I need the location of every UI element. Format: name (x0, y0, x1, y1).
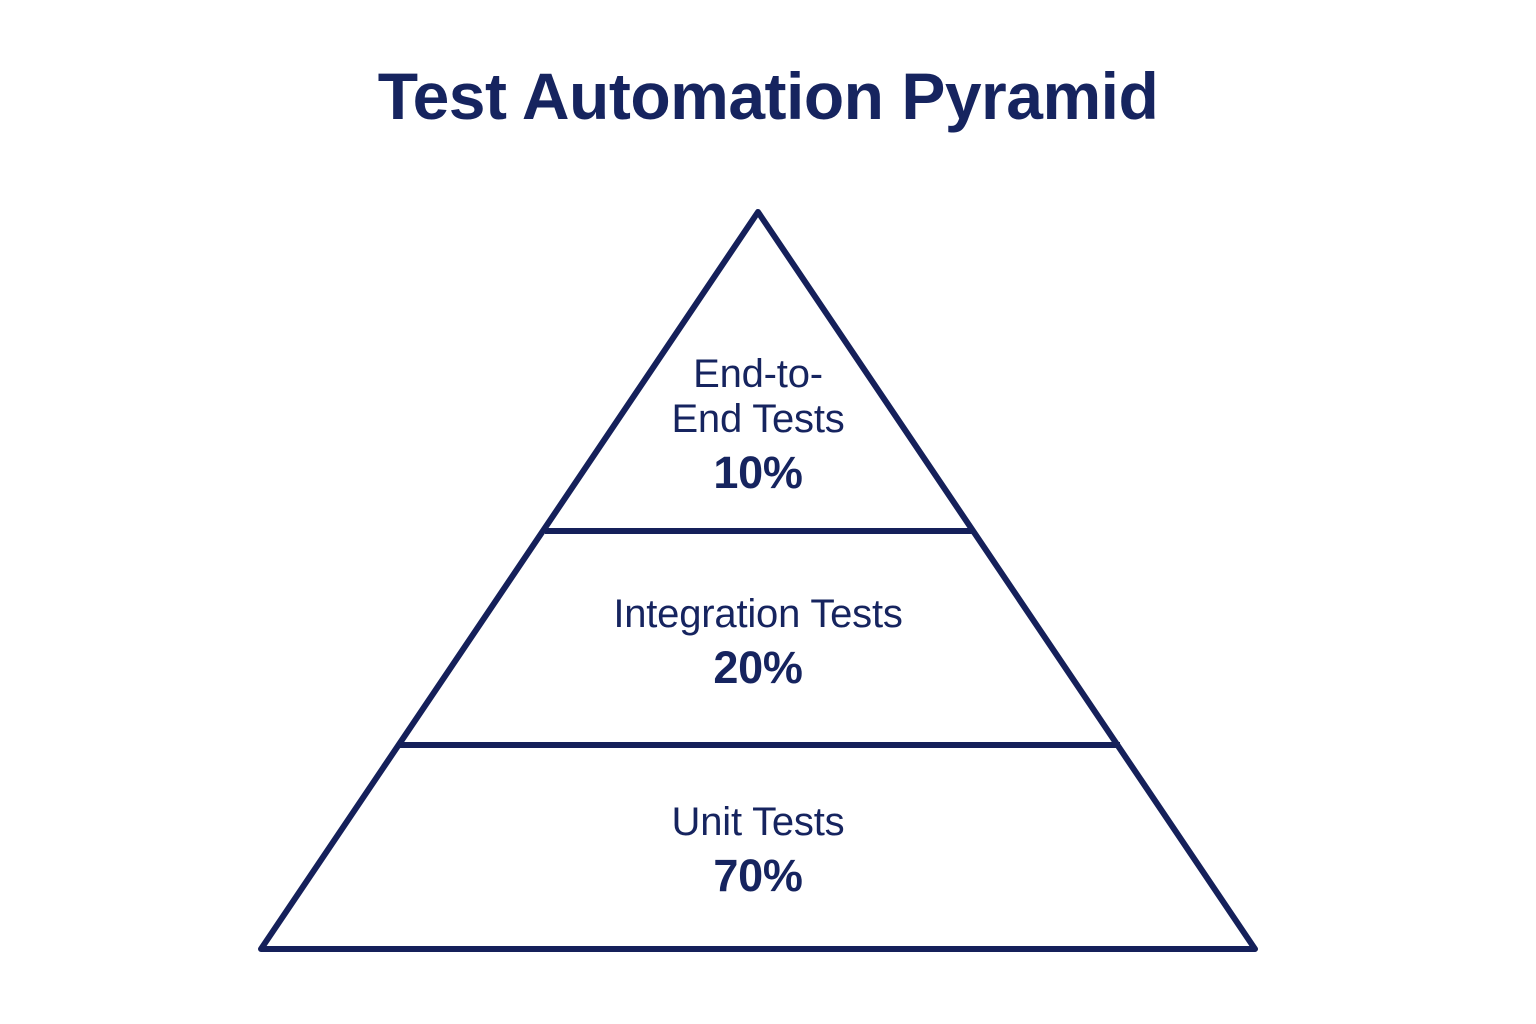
tier-label-integration: Integration Tests (613, 592, 903, 636)
page-title: Test Automation Pyramid (377, 59, 1159, 133)
tier-value-end-to-end: 10% (713, 446, 803, 498)
tier-label-unit: Unit Tests (671, 800, 845, 844)
tier-value-integration: 20% (713, 641, 803, 693)
tier-label-end-to-end: End-to- End Tests (671, 352, 845, 441)
pyramid-tier-unit: Unit Tests 70% (518, 800, 998, 901)
tier-value-unit: 70% (713, 849, 803, 901)
pyramid-tier-end-to-end: End-to- End Tests 10% (578, 352, 938, 498)
pyramid-tier-integration: Integration Tests 20% (518, 592, 998, 693)
